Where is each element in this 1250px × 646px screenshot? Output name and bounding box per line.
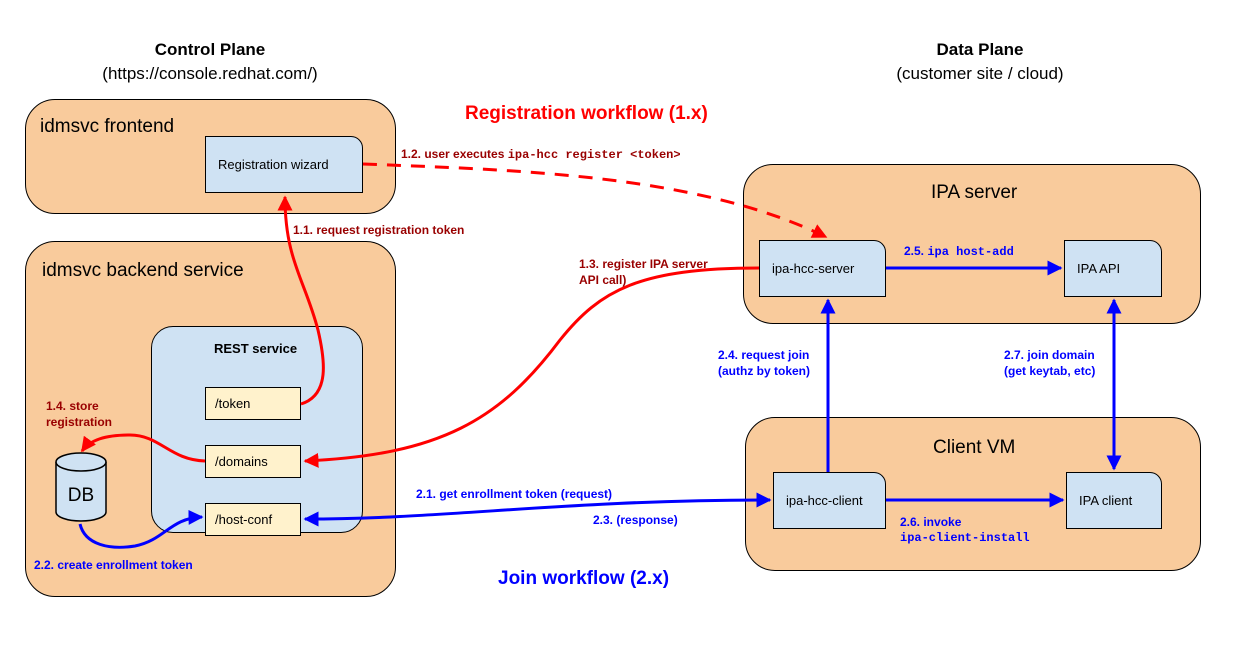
client-vm-title: Client VM — [933, 437, 1016, 458]
arrow-1-1 — [277, 195, 325, 406]
ipa-server-title: IPA server — [931, 182, 1018, 203]
step-2-4-line1: 2.4. request join — [718, 348, 810, 362]
step-2-6-line1: 2.6. invoke — [900, 515, 962, 529]
step-1-3-line2: API call) — [579, 273, 627, 287]
ipa-hcc-client: ipa-hcc-client — [773, 472, 886, 529]
arrow-2-2 — [78, 509, 204, 549]
step-2-7-label: 2.7. join domain (get keytab, etc) — [1004, 347, 1095, 379]
idmsvc-backend-title: idmsvc backend service — [42, 260, 244, 281]
arrow-2-1 — [303, 492, 772, 527]
step-1-4-line2: registration — [46, 415, 113, 429]
control-plane-title: Control Plane — [154, 40, 266, 59]
control-plane-subtitle: (https://console.redhat.com/) — [102, 64, 318, 83]
step-2-4-line2: (authz by token) — [718, 364, 810, 378]
step-1-4-line1: 1.4. store — [46, 399, 99, 413]
data-plane-title: Data Plane — [936, 40, 1024, 59]
step-1-2-command: ipa-hcc register <token> — [507, 148, 681, 162]
step-2-1-label: 2.1. get enrollment token (request) — [416, 487, 613, 501]
step-2-7-line2: (get keytab, etc) — [1004, 364, 1096, 378]
step-2-2-label: 2.2. create enrollment token — [34, 558, 193, 572]
step-2-3-label: 2.3. (response) — [593, 513, 678, 527]
step-1-1-label: 1.1. request registration token — [293, 223, 465, 237]
db-label: DB — [67, 485, 95, 506]
step-2-5-label: 2.5. ipa host-add — [904, 243, 1014, 260]
ipa-client: IPA client — [1066, 472, 1162, 529]
endpoint-token: /token — [205, 387, 301, 420]
step-2-6-command: ipa-client-install — [900, 531, 1030, 545]
arrow-1-4 — [80, 433, 206, 463]
step-2-5-command: ipa host-add — [927, 245, 1014, 259]
step-1-2-text: 1.2. user executes — [401, 147, 508, 161]
ipa-hcc-server: ipa-hcc-server — [759, 240, 886, 297]
rest-service-title: REST service — [214, 341, 298, 356]
db-cylinder — [55, 452, 107, 522]
step-1-4-label: 1.4. store registration — [46, 398, 112, 430]
registration-wizard: Registration wizard — [205, 136, 363, 193]
registration-workflow-title: Registration workflow (1.x) — [465, 103, 708, 124]
step-2-5-text: 2.5. — [904, 244, 928, 258]
arrow-1-3 — [303, 266, 760, 468]
step-1-2-label: 1.2. user executes ipa-hcc register <tok… — [401, 146, 681, 163]
endpoint-domains: /domains — [205, 445, 301, 478]
arrow-1-2 — [362, 162, 828, 239]
join-workflow-title: Join workflow (2.x) — [498, 568, 670, 589]
step-2-6-label: 2.6. invoke ipa-client-install — [900, 514, 1030, 546]
ipa-api: IPA API — [1064, 240, 1162, 297]
step-1-3-line1: 1.3. register IPA server — [579, 257, 708, 271]
idmsvc-frontend-title: idmsvc frontend — [40, 116, 175, 137]
step-2-4-label: 2.4. request join (authz by token) — [718, 347, 810, 379]
data-plane-subtitle: (customer site / cloud) — [896, 64, 1064, 83]
step-2-7-line1: 2.7. join domain — [1004, 348, 1095, 362]
endpoint-host-conf: /host-conf — [205, 503, 301, 536]
step-1-3-label: 1.3. register IPA server API call) — [579, 256, 708, 288]
